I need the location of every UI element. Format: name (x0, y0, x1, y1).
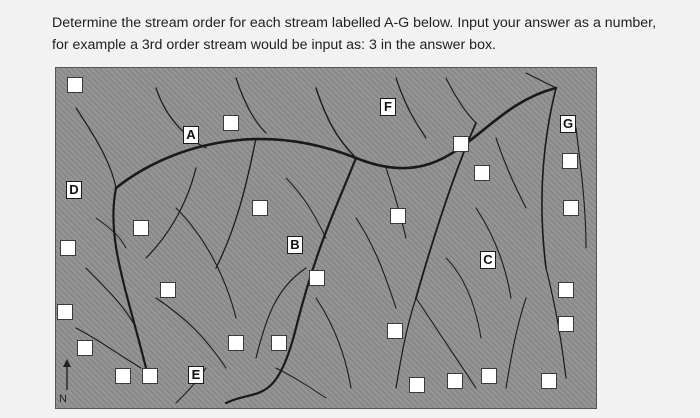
answer-box[interactable] (474, 165, 490, 181)
answer-box[interactable] (453, 136, 469, 152)
answer-box[interactable] (67, 77, 83, 93)
answer-box[interactable] (133, 220, 149, 236)
answer-box[interactable] (309, 270, 325, 286)
stream-label-c: C (480, 251, 496, 269)
answer-box[interactable] (562, 153, 578, 169)
answer-box[interactable] (115, 368, 131, 384)
answer-box[interactable] (60, 240, 76, 256)
answer-box[interactable] (409, 377, 425, 393)
stream-network-drawing (75, 72, 587, 405)
question-text: Determine the stream order for each stre… (52, 12, 682, 56)
answer-box[interactable] (558, 282, 574, 298)
answer-box[interactable] (271, 335, 287, 351)
stream-label-e: E (188, 366, 204, 384)
north-arrow-icon (63, 359, 71, 390)
answer-box[interactable] (558, 316, 574, 332)
answer-box[interactable] (563, 200, 579, 216)
stream-label-d: D (66, 181, 82, 199)
answer-box[interactable] (142, 368, 158, 384)
answer-box[interactable] (252, 200, 268, 216)
stream-label-a: A (183, 126, 199, 144)
answer-box[interactable] (57, 304, 73, 320)
answer-box[interactable] (541, 373, 557, 389)
answer-box[interactable] (160, 282, 176, 298)
answer-box[interactable] (228, 335, 244, 351)
question-line-1: Determine the stream order for each stre… (52, 15, 657, 31)
question-line-2: for example a 3rd order stream would be … (52, 37, 496, 53)
answer-box[interactable] (447, 373, 463, 389)
answer-box[interactable] (77, 340, 93, 356)
stream-label-f: F (380, 98, 396, 116)
answer-box[interactable] (223, 115, 239, 131)
answer-box[interactable] (390, 208, 406, 224)
north-label: N (59, 393, 67, 405)
stream-label-g: G (560, 115, 577, 133)
stream-network-map: A B C D E F G N (55, 67, 597, 409)
answer-box[interactable] (481, 368, 497, 384)
stream-label-b: B (287, 236, 303, 254)
answer-box[interactable] (387, 323, 403, 339)
